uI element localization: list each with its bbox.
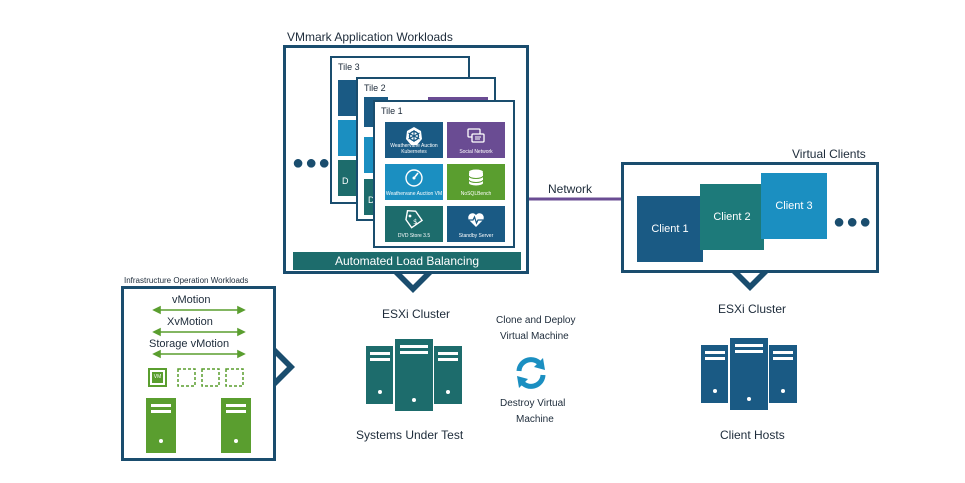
virtual-clients-title: Virtual Clients	[792, 147, 866, 161]
client-hosts-cluster-label: ESXi Cluster	[718, 302, 787, 316]
infra-server-right-icon	[221, 398, 251, 453]
workload-label: Weathervane Auction VM	[385, 191, 443, 197]
load-balancing-bar: Automated Load Balancing	[293, 252, 521, 270]
tile-1: Tile 1 Weathervane Auction Kubernetes So…	[373, 100, 515, 248]
workload-label: NoSQLBench	[460, 191, 492, 197]
tile-3-title: Tile 3	[338, 62, 360, 72]
sut-server-icon	[366, 337, 462, 413]
workload-social-network: Social Network	[447, 122, 505, 158]
tile-2-title: Tile 2	[364, 83, 386, 93]
client-1-label: Client 1	[651, 223, 689, 235]
workload-label: Standby Server	[458, 233, 494, 239]
chat-icon	[467, 128, 485, 143]
workload-label: Social Network	[459, 149, 493, 155]
load-balancing-label: Automated Load Balancing	[334, 254, 480, 268]
op-storage-vmotion: Storage vMotion	[149, 338, 230, 350]
network-label: Network	[548, 182, 593, 196]
client-2-label: Client 2	[713, 211, 751, 223]
destroy-line-1: Destroy Virtual	[500, 398, 566, 409]
client-3-label: Client 3	[775, 200, 813, 212]
vm-label: VM	[152, 372, 163, 383]
workload-label: DVD Store 3.5	[397, 233, 431, 239]
clone-deploy-line-1: Clone and Deploy	[496, 315, 576, 326]
vm-box: VM	[148, 368, 167, 387]
tile-1-title: Tile 1	[381, 106, 403, 116]
sut-caption: Systems Under Test	[356, 428, 464, 442]
refresh-icon	[516, 357, 546, 389]
workload-weathervane-kubernetes: Weathervane Auction Kubernetes	[385, 122, 443, 158]
gauge-icon	[405, 169, 423, 187]
client-hosts-caption: Client Hosts	[720, 428, 785, 442]
workload-dvd-store: $ DVD Store 3.5	[385, 206, 443, 242]
heartbeat-icon	[468, 213, 484, 227]
infra-title: Infrastructure Operation Workloads	[124, 276, 249, 285]
workload-nosqlbench: NoSQLBench	[447, 164, 505, 200]
kubernetes-icon	[406, 127, 422, 145]
infra-server-left-icon	[146, 398, 176, 453]
client-3: Client 3	[761, 173, 827, 239]
sut-cluster-label: ESXi Cluster	[382, 307, 451, 321]
destroy-line-2: Machine	[516, 414, 554, 425]
op-vmotion: vMotion	[172, 294, 211, 306]
client-2: Client 2	[700, 184, 764, 250]
client-host-server-icon	[701, 336, 797, 412]
client-1: Client 1	[637, 196, 703, 262]
op-xvmotion: XvMotion	[167, 316, 213, 328]
clone-deploy-line-2: Virtual Machine	[500, 331, 569, 342]
tag-icon: $	[405, 210, 424, 229]
database-icon	[468, 169, 484, 186]
svg-text:$: $	[413, 218, 417, 226]
workload-standby-server: Standby Server	[447, 206, 505, 242]
workload-weathervane-vm: Weathervane Auction VM	[385, 164, 443, 200]
workload-label: Weathervane Auction Kubernetes	[390, 143, 438, 155]
vmmark-title: VMmark Application Workloads	[287, 30, 453, 44]
